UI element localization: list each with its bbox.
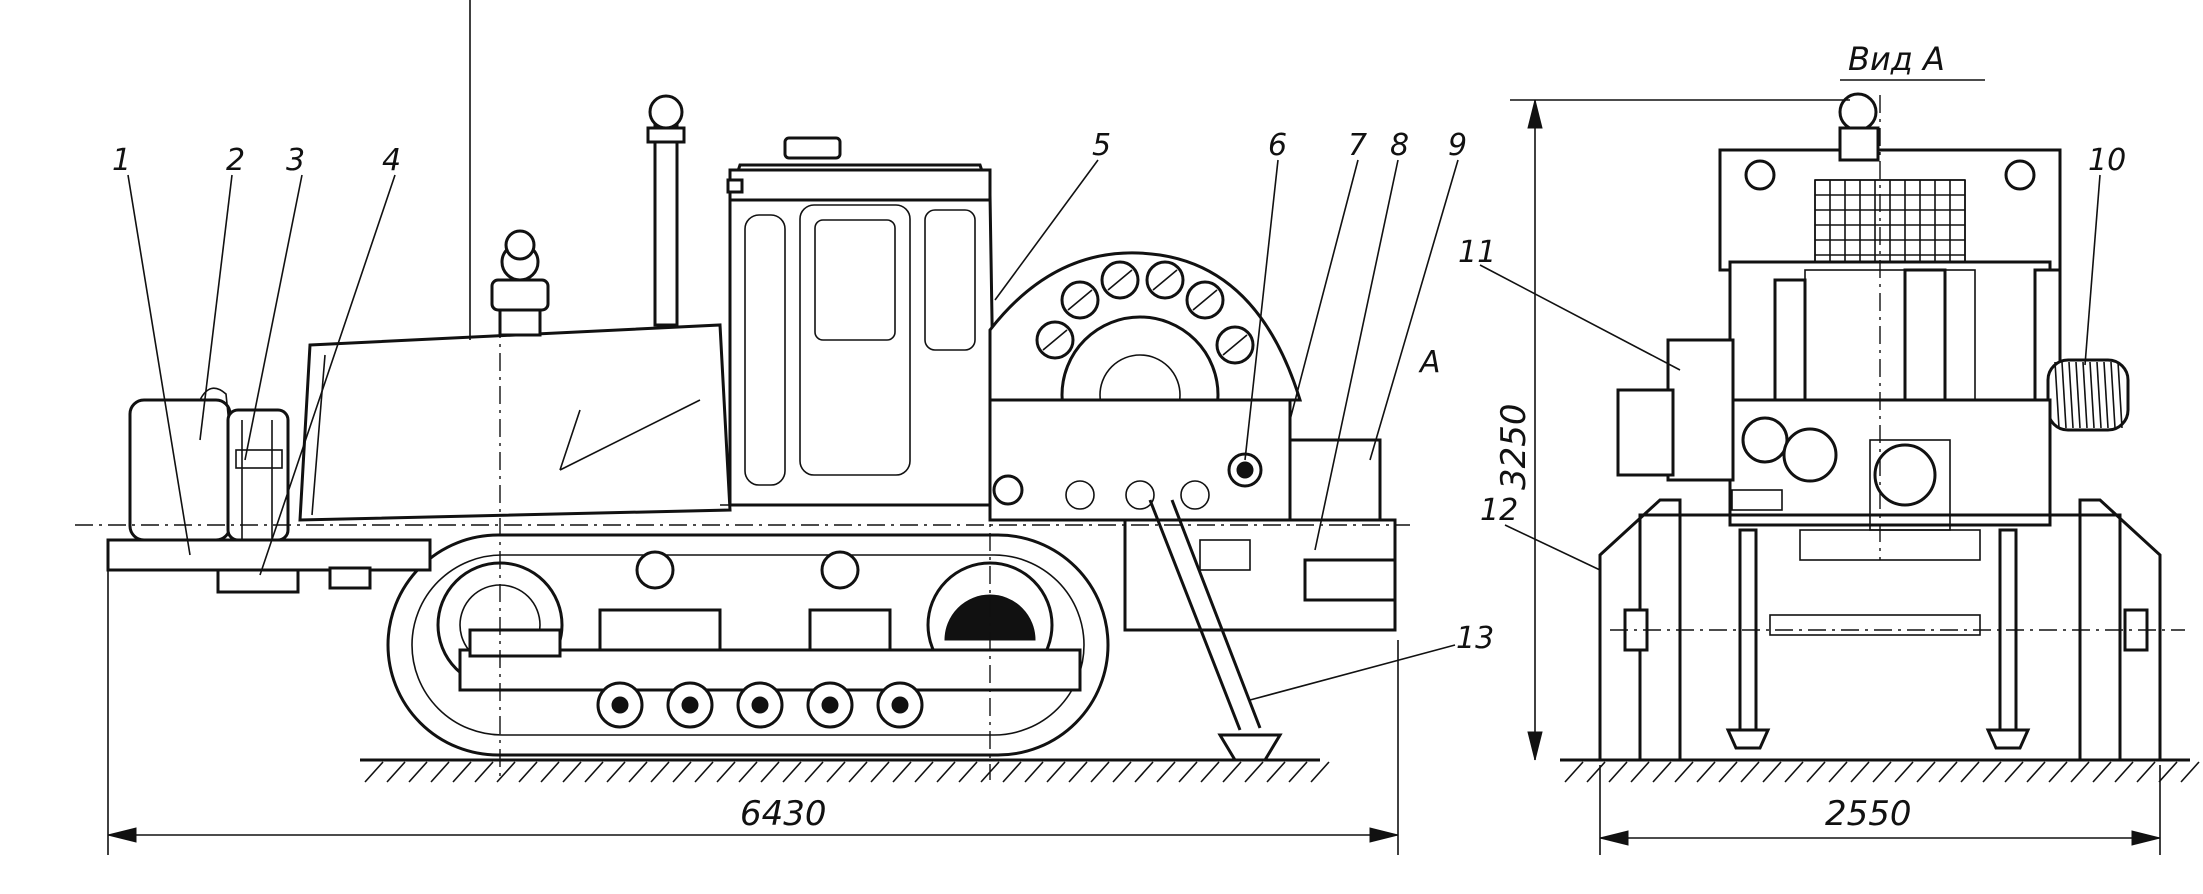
dim-width: 2550 xyxy=(1599,765,2161,855)
beacon-icon xyxy=(504,229,536,261)
winch-frame xyxy=(988,398,1397,632)
width-label: 2550 xyxy=(1825,794,1912,834)
side-view xyxy=(75,0,1410,783)
callout-4: 4 xyxy=(382,143,401,178)
callout-3: 3 xyxy=(286,143,305,178)
callout-8: 8 xyxy=(1390,128,1409,163)
callout-a: A xyxy=(1418,345,1441,380)
operator-cab xyxy=(720,136,1000,507)
callout-leaders xyxy=(127,159,2101,701)
length-label: 6430 xyxy=(740,794,827,834)
front-view: Вид А xyxy=(1560,40,2200,783)
outrigger-strut xyxy=(1148,499,1283,762)
winch-coil xyxy=(2046,358,2130,432)
callout-5: 5 xyxy=(1092,128,1111,163)
callout-6: 6 xyxy=(1268,128,1287,163)
height-label: 3250 xyxy=(1494,403,1534,490)
dim-height: 3250 xyxy=(1494,99,1850,761)
callout-2: 2 xyxy=(226,143,245,178)
cylinder-unit xyxy=(226,408,290,542)
dim-length: 6430 xyxy=(107,545,1399,855)
callout-9: 9 xyxy=(1448,128,1467,163)
fuel-tank xyxy=(128,387,232,542)
exhaust-pipe xyxy=(646,94,686,327)
callout-11: 11 xyxy=(1458,235,1496,270)
ground-hatch-side xyxy=(360,758,1330,783)
callout-10: 10 xyxy=(2088,143,2126,178)
callout-12: 12 xyxy=(1480,493,1518,528)
callout-labels: 1 2 3 4 5 6 7 8 9 10 11 12 13 A xyxy=(112,128,2126,656)
callout-1: 1 xyxy=(112,143,131,178)
view-title: Вид А xyxy=(1848,40,1945,78)
callout-7: 7 xyxy=(1348,128,1367,163)
callout-13: 13 xyxy=(1456,621,1494,656)
crawler-track xyxy=(386,533,1110,757)
rear-platform xyxy=(106,538,432,594)
